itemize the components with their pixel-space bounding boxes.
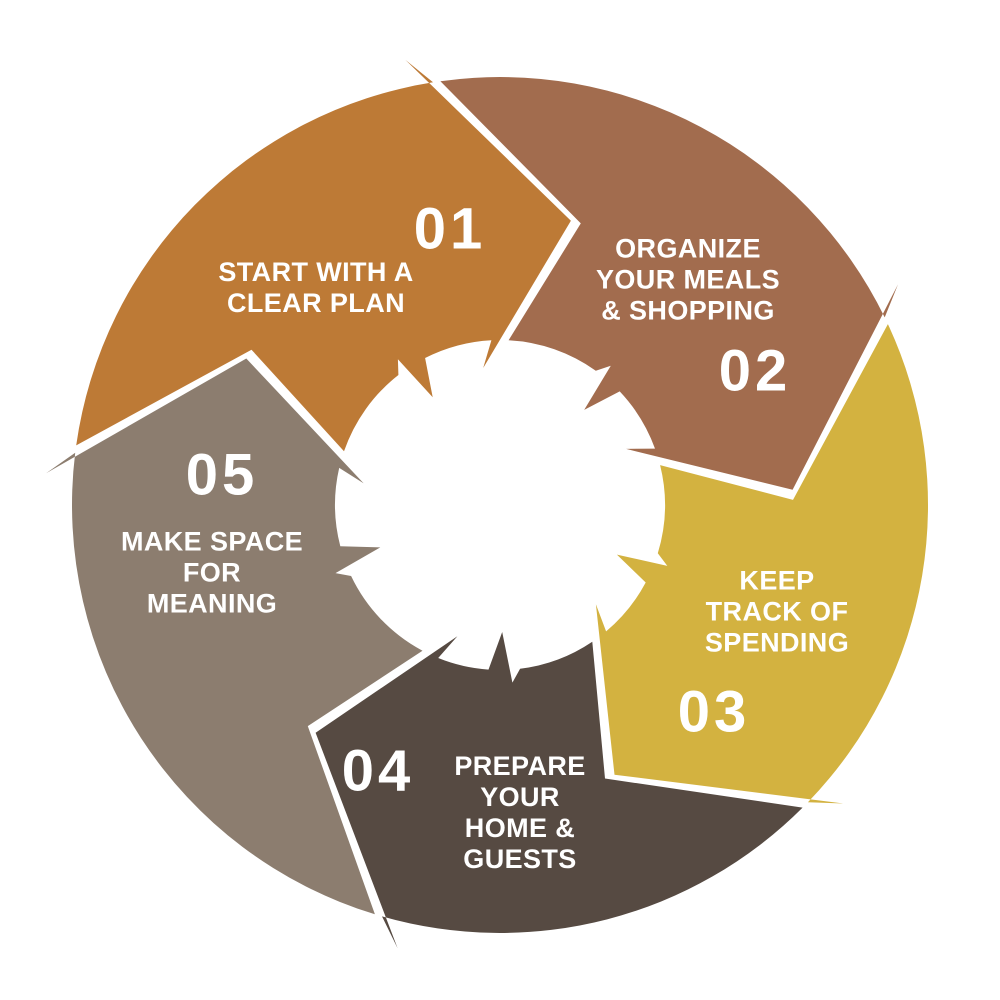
cycle-arrow-step-03: [595, 324, 929, 804]
cycle-arrow-step-01: [76, 59, 571, 452]
cycle-arrow-step-02: [440, 77, 898, 490]
cycle-arrow-step-05: [46, 358, 423, 915]
cycle-arrow-step-04: [315, 632, 803, 949]
